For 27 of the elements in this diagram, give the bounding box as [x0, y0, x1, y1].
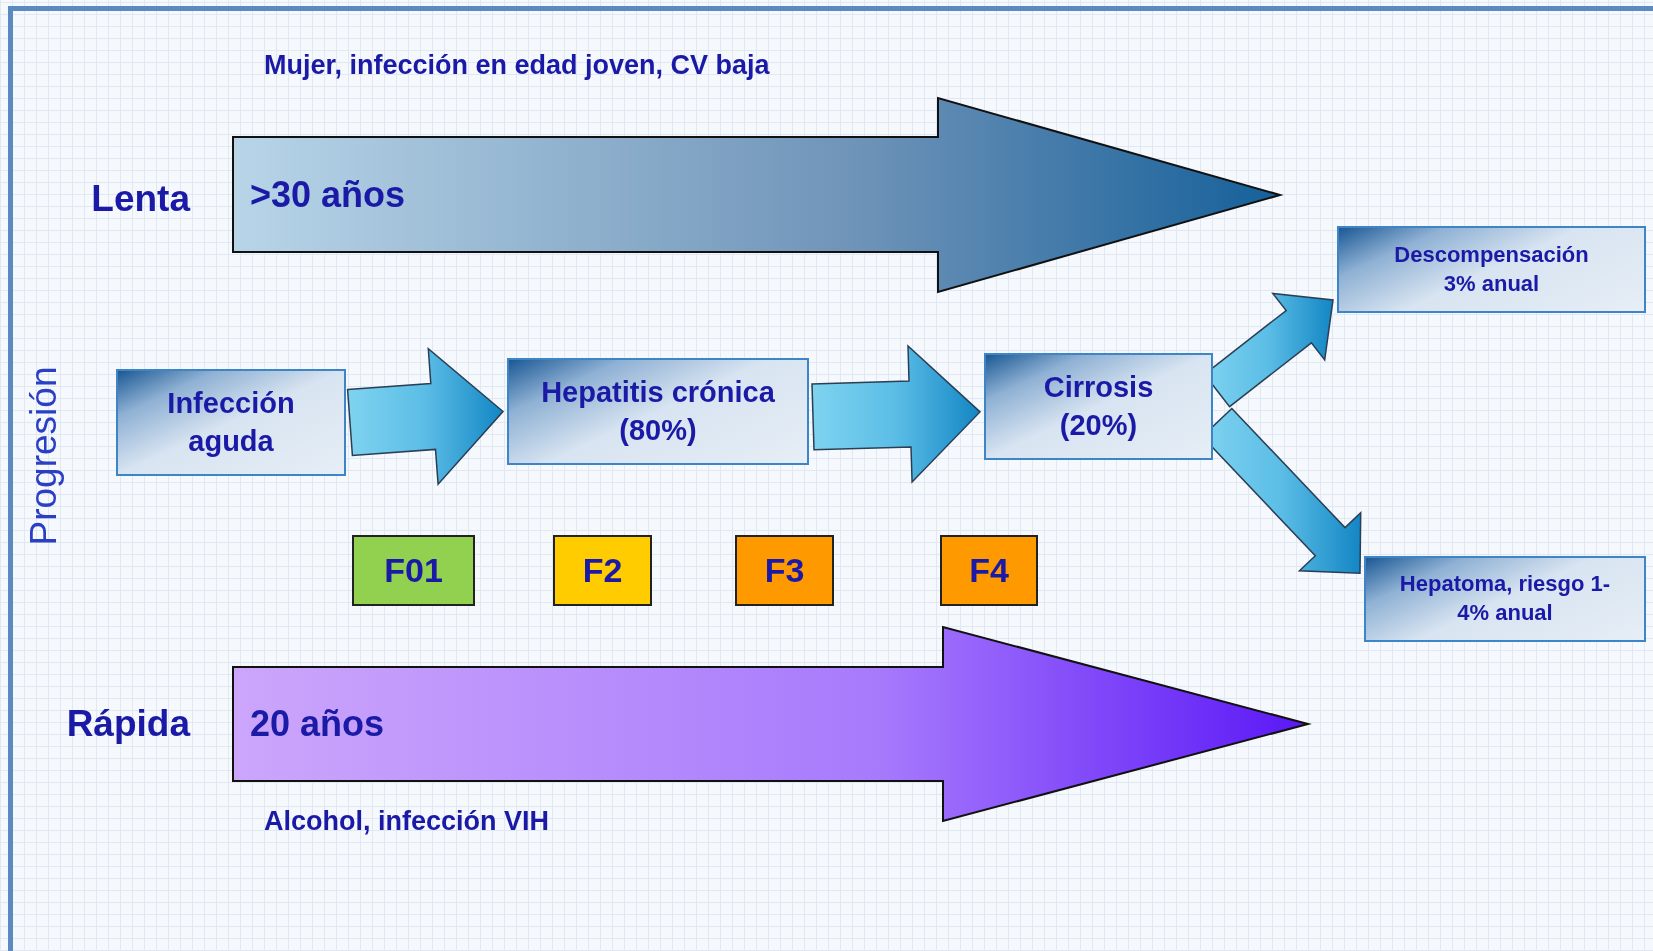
stage-label: Hepatitis crónica (80%) [540, 374, 776, 448]
fibrosis-stage-box [352, 535, 475, 606]
stage-label: Hepatoma, riesgo 1-4% anual [1398, 570, 1612, 627]
risk-factor-note: Alcohol, infección VIH [264, 806, 550, 837]
stage-label: Cirrosis (20%) [1042, 369, 1155, 443]
stage-code: F4 [969, 551, 1009, 590]
fibrosis-stage-box [735, 535, 834, 606]
stage-box [1337, 226, 1646, 313]
fibrosis-stage-box [553, 535, 652, 606]
duration-label: 20 años [250, 703, 385, 745]
stage-box [984, 353, 1213, 460]
block-arrow [811, 344, 982, 484]
duration-label: >30 años [250, 173, 406, 216]
stage-box [116, 369, 346, 476]
stage-code: F3 [764, 551, 805, 590]
speed-label: Rápida [65, 703, 190, 745]
stage-code: F2 [582, 551, 623, 590]
fibrosis-stage-box [940, 535, 1038, 606]
stage-label: Descompensación 3% anual [1393, 240, 1590, 298]
risk-factor-note: Mujer, infección en edad joven, CV baja [264, 50, 770, 81]
stage-box [1364, 556, 1646, 642]
stage-box [507, 358, 809, 465]
axis-title: Progresión [23, 366, 65, 546]
stage-label: Infección aguda [166, 385, 296, 459]
block-arrow [346, 347, 505, 487]
stage-code: F01 [384, 551, 443, 590]
speed-label: Lenta [90, 178, 190, 220]
